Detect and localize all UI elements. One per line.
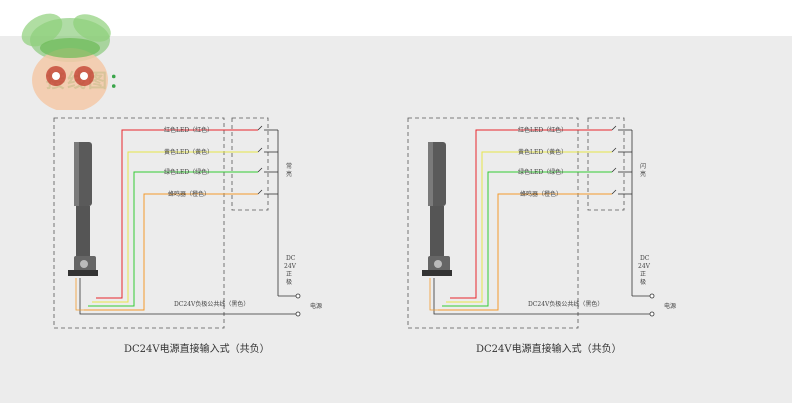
supply-2: 24V [284,263,297,270]
supply-1: DC [286,255,296,262]
caption-diagram-2: DC24V电源直接输入式（共负） [476,344,622,355]
switch-group-1 [257,125,298,297]
label-buzzer: 蜂鸣器（橙色） [520,190,562,198]
switch-group-2 [611,125,652,297]
tower-light-icon [422,142,452,276]
supply-4: 极 [286,278,292,286]
switch-type-2: 亮 [640,170,646,178]
label-green: 绿色LED（绿色） [518,168,567,176]
tower-light-icon [68,142,98,276]
label-yellow: 黄色LED（黄色） [164,148,213,156]
terminal-neg [295,311,301,317]
switch-type-1: 闪 [640,162,646,170]
power-label: 电源 [664,302,676,310]
label-red: 红色LED（红色） [518,126,567,134]
wiring-diagram-2: 红色LED（红色） 黄色LED（黄色） 绿色LED（绿色） 蜂鸣器（橙色） 闪 … [407,117,676,329]
supply-3: 正 [640,271,646,278]
light-enclosure [53,117,225,329]
supply-4: 极 [640,278,646,286]
label-red: 红色LED（红色） [164,126,213,134]
supply-3: 正 [286,271,292,278]
light-enclosure [407,117,579,329]
label-yellow: 黄色LED（黄色） [518,148,567,156]
switch-type-1: 常 [286,162,292,170]
power-label: 电源 [310,302,322,310]
supply-1: DC [640,255,650,262]
switch-enclosure [231,117,269,211]
wiring-diagram-1: 红色LED（红色） 黄色LED（黄色） 绿色LED（绿色） 蜂鸣器（橙色） 常 … [53,117,322,329]
top-band [0,0,792,36]
terminal-neg [649,311,655,317]
label-green: 绿色LED（绿色） [164,168,213,176]
common-line-label: DC24V负极公共线（黑色） [174,300,249,308]
switch-type-2: 亮 [286,170,292,178]
common-line-label: DC24V负极公共线（黑色） [528,300,603,308]
switch-enclosure [587,117,625,211]
caption-diagram-1: DC24V电源直接输入式（共负） [124,344,270,355]
label-buzzer: 蜂鸣器（橙色） [168,190,210,198]
terminal-pos [295,293,301,299]
mascot-icon [21,13,111,110]
content-panel [0,36,792,403]
supply-2: 24V [638,263,651,270]
terminal-pos [649,293,655,299]
